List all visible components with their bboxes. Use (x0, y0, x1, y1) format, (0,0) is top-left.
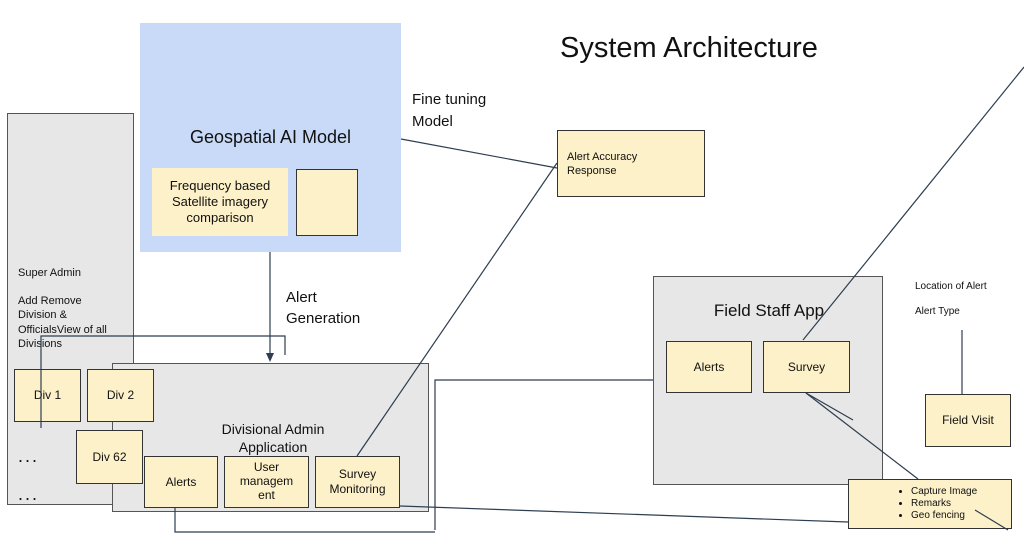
super-admin-description: Add Remove Division & OfficialsView of a… (18, 295, 107, 350)
divisional-to-field-staff-line (434, 379, 653, 530)
geospatial-ai-model-title: Geospatial AI Model (189, 127, 352, 147)
list-item: Remarks (911, 498, 977, 510)
list-item: Geo fencing (911, 510, 977, 522)
survey-monitoring-to-survey-items-line (399, 505, 849, 523)
divisional-admin-title: Divisional Admin Application (221, 421, 325, 456)
field-staff-app-title: Field Staff App (713, 301, 825, 320)
list-item: Capture Image (911, 486, 977, 498)
ellipsis: ... (18, 446, 40, 466)
survey-monitoring-module: Survey Monitoring (315, 456, 400, 508)
div-62-box: Div 62 (76, 430, 143, 484)
div-2-box: Div 2 (87, 369, 154, 422)
field-staff-app-panel: Field Staff App Alerts Survey (653, 276, 883, 485)
alert-type-label: Alert Type (915, 306, 960, 317)
super-admin-panel: Super Admin Add Remove Division & Offici… (7, 113, 134, 505)
super-admin-title: Super Admin (18, 267, 81, 279)
div-1-box: Div 1 (14, 369, 81, 422)
model-to-alert-accuracy-line (400, 138, 558, 169)
frequency-comparison-box: Frequency based Satellite imagery compar… (152, 168, 288, 236)
field-staff-alerts-module: Alerts (666, 341, 752, 393)
divisional-alerts-module: Alerts (144, 456, 218, 508)
geospatial-ai-model-block: Geospatial AI Model Frequency based Sate… (140, 23, 401, 252)
ellipsis: ... (18, 484, 40, 504)
alert-accuracy-response-box: Alert Accuracy Response (557, 130, 705, 197)
arrow-head-icon (266, 353, 274, 362)
field-staff-survey-module: Survey (763, 341, 850, 393)
location-of-alert-label: Location of Alert (915, 281, 987, 292)
model-empty-box (296, 169, 358, 236)
survey-items-list: Capture Image Remarks Geo fencing (849, 486, 977, 522)
field-visit-box: Field Visit (925, 394, 1011, 447)
alert-generation-label: Alert Generation (286, 289, 361, 327)
survey-items-box: Capture Image Remarks Geo fencing (848, 479, 1012, 529)
page-title: System Architecture (560, 32, 818, 64)
user-management-module: User managem ent (224, 456, 309, 508)
fine-tuning-label: Fine tuning Model (412, 91, 487, 130)
